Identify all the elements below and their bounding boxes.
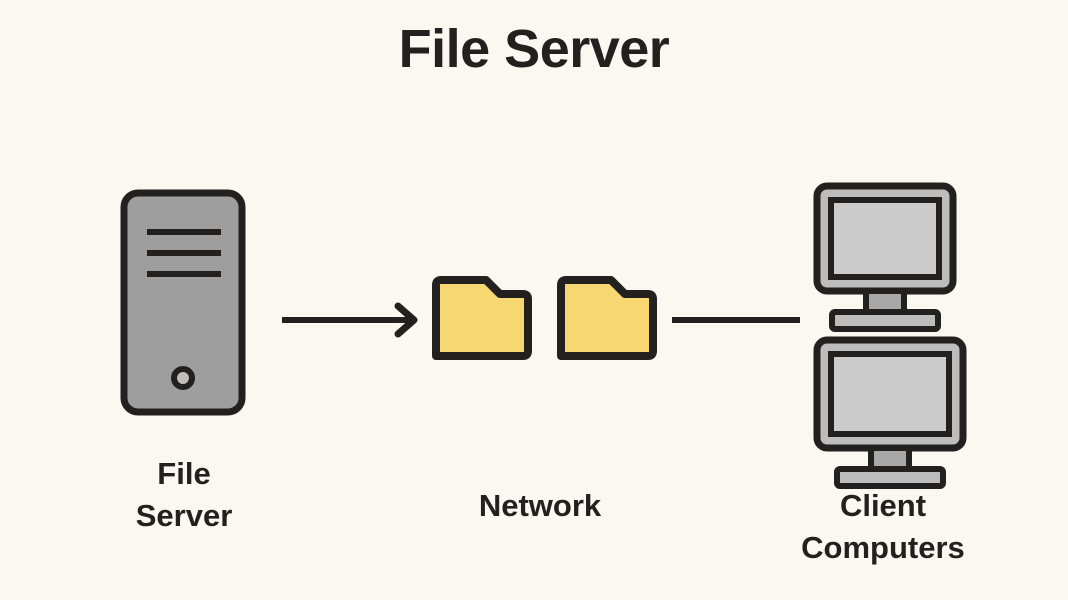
monitor-base xyxy=(834,466,946,489)
page-title: File Server xyxy=(398,19,670,79)
folder-shape xyxy=(557,276,657,360)
server-to-network-arrow xyxy=(282,302,418,338)
monitor-neck xyxy=(868,445,912,472)
monitor-icon xyxy=(813,336,967,489)
arrow-head xyxy=(394,302,418,338)
monitor-neck xyxy=(863,288,907,315)
server-tower-icon xyxy=(120,189,246,416)
node-label-network: Network xyxy=(478,488,602,523)
monitor-base xyxy=(829,309,941,332)
server-tower-body xyxy=(120,189,246,416)
folder-icon xyxy=(557,276,657,360)
folder-shape xyxy=(432,276,532,360)
monitor-screen xyxy=(828,351,952,437)
folder-icon xyxy=(432,276,532,360)
monitor-screen xyxy=(828,197,942,280)
monitor-icon xyxy=(813,182,957,332)
node-label-client-computers: Client Computers xyxy=(801,488,965,565)
server-power-button-icon xyxy=(171,366,195,390)
node-label-file-server: File Server xyxy=(135,456,233,533)
